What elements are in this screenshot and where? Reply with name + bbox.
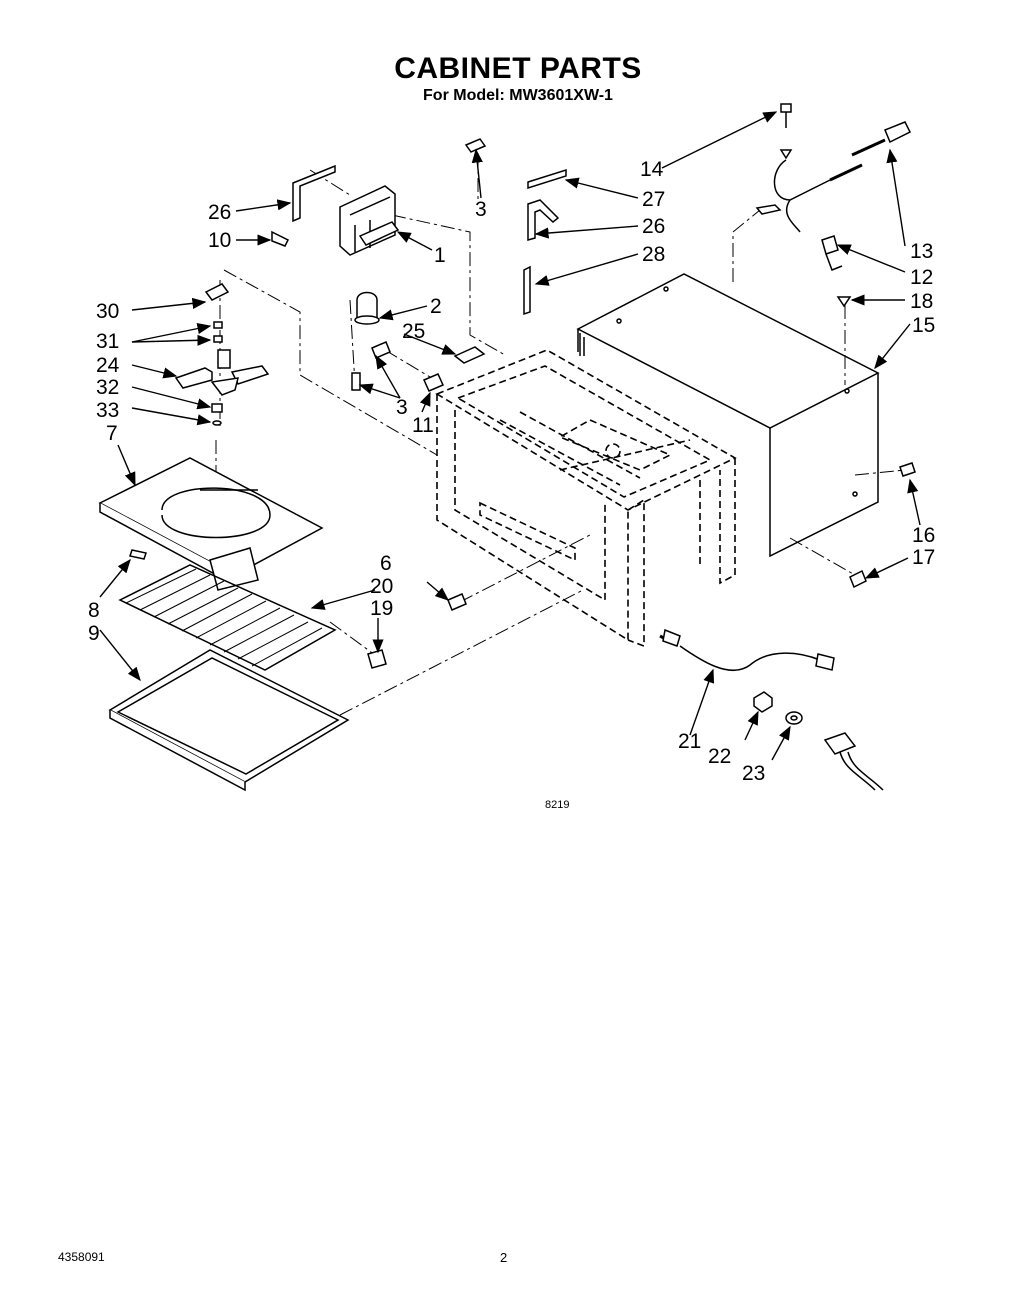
callout-26-left: 26 xyxy=(208,201,231,224)
callout-26-right: 26 xyxy=(642,215,665,238)
callout-24: 24 xyxy=(96,354,120,377)
model-subtitle: For Model: MW3601XW-1 xyxy=(423,87,613,104)
callout-10: 10 xyxy=(208,229,231,252)
callout-8: 8 xyxy=(88,599,100,622)
callout-9: 9 xyxy=(88,622,100,645)
callout-17: 17 xyxy=(912,546,935,569)
left-components xyxy=(98,283,467,792)
callout-11: 11 xyxy=(412,414,434,437)
callout-25: 25 xyxy=(402,320,425,343)
callout-20: 20 xyxy=(370,575,393,598)
callout-3-mid: 3 xyxy=(396,396,408,419)
page-title: CABINET PARTS xyxy=(394,52,642,85)
callout-23: 23 xyxy=(742,762,765,785)
callout-12: 12 xyxy=(910,266,933,289)
callout-numbers: 14 3 27 26 26 28 13 10 1 12 2 18 30 25 1… xyxy=(88,158,935,811)
callout-7: 7 xyxy=(106,422,118,445)
callout-3-top: 3 xyxy=(475,198,487,221)
callout-31: 31 xyxy=(96,330,119,353)
callout-18: 18 xyxy=(910,290,933,313)
callout-30: 30 xyxy=(96,300,119,323)
oven-cavity xyxy=(435,349,737,648)
leader-lines xyxy=(99,111,921,761)
callout-15: 15 xyxy=(912,314,935,337)
callout-22: 22 xyxy=(708,745,731,768)
top-components xyxy=(271,138,567,392)
document-number: 4358091 xyxy=(58,1250,105,1264)
callout-6: 6 xyxy=(380,552,392,575)
callout-32: 32 xyxy=(96,376,119,399)
callout-33: 33 xyxy=(96,399,119,422)
right-components xyxy=(755,103,916,589)
callout-27: 27 xyxy=(642,188,665,211)
callout-13: 13 xyxy=(910,240,933,263)
callout-19: 19 xyxy=(370,597,393,620)
callout-14: 14 xyxy=(640,158,664,181)
page-number: 2 xyxy=(500,1250,508,1265)
callout-1: 1 xyxy=(434,244,446,267)
callout-28: 28 xyxy=(642,243,665,266)
bottom-right-components xyxy=(659,628,884,791)
cabinet-shell xyxy=(576,273,880,558)
figure-number: 8219 xyxy=(545,799,569,811)
callout-2: 2 xyxy=(430,295,442,318)
callout-16: 16 xyxy=(912,524,935,547)
callout-21: 21 xyxy=(678,730,701,753)
